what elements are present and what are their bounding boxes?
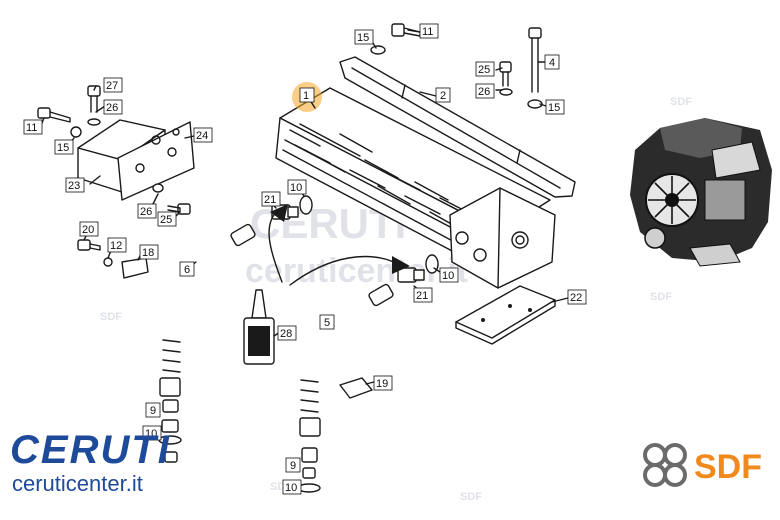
svg-text:5: 5: [324, 317, 330, 329]
callout-26-left[interactable]: 26: [137, 203, 157, 219]
callout-21-a[interactable]: 21: [261, 191, 281, 207]
part-oil-cooler: [275, 82, 556, 289]
part-bracket-strip: [339, 56, 576, 198]
watermark-sdf-mark: SDF: [100, 311, 122, 323]
callout-11-top[interactable]: 11: [419, 23, 439, 39]
svg-text:12: 12: [110, 240, 122, 252]
svg-text:11: 11: [422, 26, 433, 38]
svg-text:9: 9: [290, 460, 296, 472]
svg-text:23: 23: [68, 180, 80, 192]
callout-labels: 1 2 4 5 6 9 10 9 10 10 10 11 11 12 15 15…: [23, 23, 587, 495]
callout-10-b[interactable]: 10: [439, 267, 459, 283]
ceruti-logo-name: CERUTI: [10, 428, 171, 472]
svg-text:10: 10: [290, 182, 302, 194]
ceruti-logo: CERUTI ceruticenter.it: [10, 428, 171, 496]
callout-5[interactable]: 5: [319, 314, 335, 330]
svg-text:1: 1: [303, 90, 309, 102]
svg-text:26: 26: [106, 102, 118, 114]
svg-text:20: 20: [82, 224, 94, 236]
callout-24[interactable]: 24: [193, 127, 213, 143]
svg-text:22: 22: [570, 292, 582, 304]
callout-28[interactable]: 28: [277, 325, 297, 341]
callout-20[interactable]: 20: [79, 221, 99, 237]
callout-10-a[interactable]: 10: [287, 179, 307, 195]
callout-21-b[interactable]: 21: [413, 287, 433, 303]
svg-text:26: 26: [140, 206, 152, 218]
part-clips: [103, 257, 373, 399]
callout-26-right[interactable]: 26: [475, 83, 495, 99]
callout-15-top[interactable]: 15: [354, 29, 374, 45]
callout-12[interactable]: 12: [107, 237, 127, 253]
sdf-logo-icon: [643, 443, 687, 487]
callout-27[interactable]: 27: [103, 77, 123, 93]
callout-25-right[interactable]: 25: [475, 61, 495, 77]
watermark-sdf-mark: SDF: [650, 291, 672, 303]
callout-6[interactable]: 6: [179, 261, 195, 277]
sealant-arrows: [268, 204, 410, 286]
svg-text:10: 10: [145, 428, 157, 440]
callout-25-left[interactable]: 25: [157, 211, 177, 227]
svg-text:25: 25: [160, 214, 172, 226]
svg-text:6: 6: [184, 264, 190, 276]
svg-text:15: 15: [548, 102, 560, 114]
watermark-sdf-mark: SDF: [460, 491, 482, 503]
svg-text:24: 24: [196, 130, 208, 142]
callout-10-lower[interactable]: 10: [282, 479, 302, 495]
svg-text:11: 11: [26, 122, 37, 134]
svg-text:4: 4: [549, 57, 555, 69]
svg-text:15: 15: [57, 142, 69, 154]
engine-illustration: [630, 118, 772, 267]
callout-2[interactable]: 2: [435, 87, 451, 103]
ceruti-logo-url: ceruticenter.it: [12, 471, 143, 496]
svg-text:28: 28: [280, 328, 292, 340]
callout-15-left[interactable]: 15: [54, 139, 74, 155]
svg-text:19: 19: [376, 378, 388, 390]
svg-text:9: 9: [150, 405, 156, 417]
watermark-sdf-mark: SDF: [670, 96, 692, 108]
callout-15-right[interactable]: 15: [545, 99, 565, 115]
svg-text:27: 27: [106, 80, 118, 92]
svg-text:21: 21: [416, 290, 428, 302]
sdf-logo-name: SDF: [694, 448, 762, 486]
part-sealant-bottle: [243, 289, 275, 365]
callout-22[interactable]: 22: [567, 289, 587, 305]
callout-10-upper[interactable]: 10: [142, 425, 162, 441]
callout-19[interactable]: 19: [373, 375, 393, 391]
svg-text:26: 26: [478, 86, 490, 98]
callout-26-mid[interactable]: 26: [103, 99, 123, 115]
callout-23[interactable]: 23: [65, 177, 85, 193]
callout-1[interactable]: 1: [299, 87, 315, 103]
callout-11-left[interactable]: 11: [23, 119, 43, 135]
svg-text:10: 10: [442, 270, 454, 282]
svg-text:18: 18: [142, 247, 154, 259]
svg-text:25: 25: [478, 64, 490, 76]
part-left-bracket: [77, 119, 195, 201]
callout-9-lower[interactable]: 9: [285, 457, 301, 473]
svg-text:21: 21: [264, 194, 276, 206]
svg-text:2: 2: [440, 90, 446, 102]
callout-18[interactable]: 18: [139, 244, 159, 260]
svg-text:10: 10: [285, 482, 297, 494]
sdf-logo: SDF: [643, 443, 762, 487]
callout-4[interactable]: 4: [544, 54, 560, 70]
part-base-plate: [455, 285, 556, 345]
callout-9-upper[interactable]: 9: [145, 402, 161, 418]
svg-text:15: 15: [357, 32, 369, 44]
part-hose-6: [158, 223, 256, 445]
